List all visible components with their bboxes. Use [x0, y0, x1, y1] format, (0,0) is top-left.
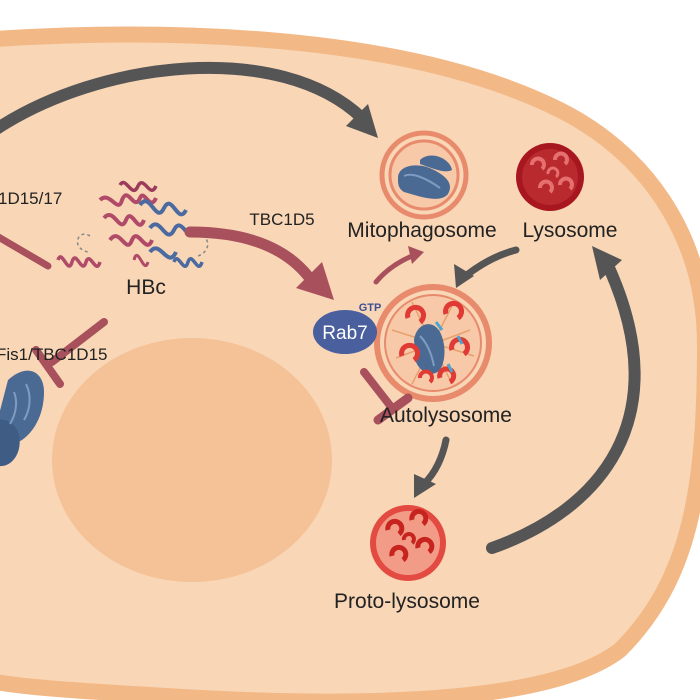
lysosome-to-autolysosome-arrow [464, 246, 520, 278]
proto-lysosome [370, 505, 446, 581]
lysosome [516, 143, 584, 211]
arrow-top-to-mitophagosome [0, 61, 368, 134]
arrow-top-to-mitophagosome-head [346, 104, 378, 138]
tbc1d15-17-line [0, 233, 52, 270]
label-gtp: GTP [359, 302, 382, 314]
label-rab7: Rab7 [322, 323, 367, 344]
mitophagosome [379, 130, 469, 220]
autolysosome [374, 284, 492, 402]
protolysosome-to-lysosome-arrow [486, 264, 641, 554]
tbc1d5-arrow [184, 226, 314, 282]
label-tbc1d5: TBC1D5 [249, 210, 314, 229]
rab7-inhibits-autolysosome-bar [373, 393, 413, 425]
tbc1d5-arrow-head [296, 262, 334, 300]
autolysosome-to-protolysosome-arrow-head [414, 474, 436, 498]
label-hbc: HBc [126, 276, 166, 299]
rab7-to-mitophagosome-arrow-head [408, 246, 424, 264]
hbc-protein-structure [56, 180, 209, 268]
protolysosome-to-lysosome-arrow-head [592, 246, 622, 280]
hbc-inhibits-fis1-bar [32, 346, 64, 388]
label-fis1-tbc1d15: Fis1/TBC1D15 [0, 345, 107, 364]
hbc-inhibits-fis1-line [48, 318, 108, 366]
nucleus [52, 338, 332, 582]
rab7-inhibits-autolysosome-line [360, 368, 396, 412]
label-mitophagosome: Mitophagosome [347, 219, 496, 242]
label-proto-lysosome: Proto-lysosome [334, 590, 480, 613]
mitochondria-cluster [0, 370, 44, 467]
lysosome-to-autolysosome-arrow-head [454, 264, 474, 288]
label-lysosome: Lysosome [523, 219, 618, 242]
label-autolysosome: Autolysosome [380, 404, 512, 427]
label-tbc1d15-17: 1D15/17 [0, 189, 62, 208]
rab7-oval [313, 310, 377, 354]
rab7-to-mitophagosome-arrow [373, 253, 415, 285]
